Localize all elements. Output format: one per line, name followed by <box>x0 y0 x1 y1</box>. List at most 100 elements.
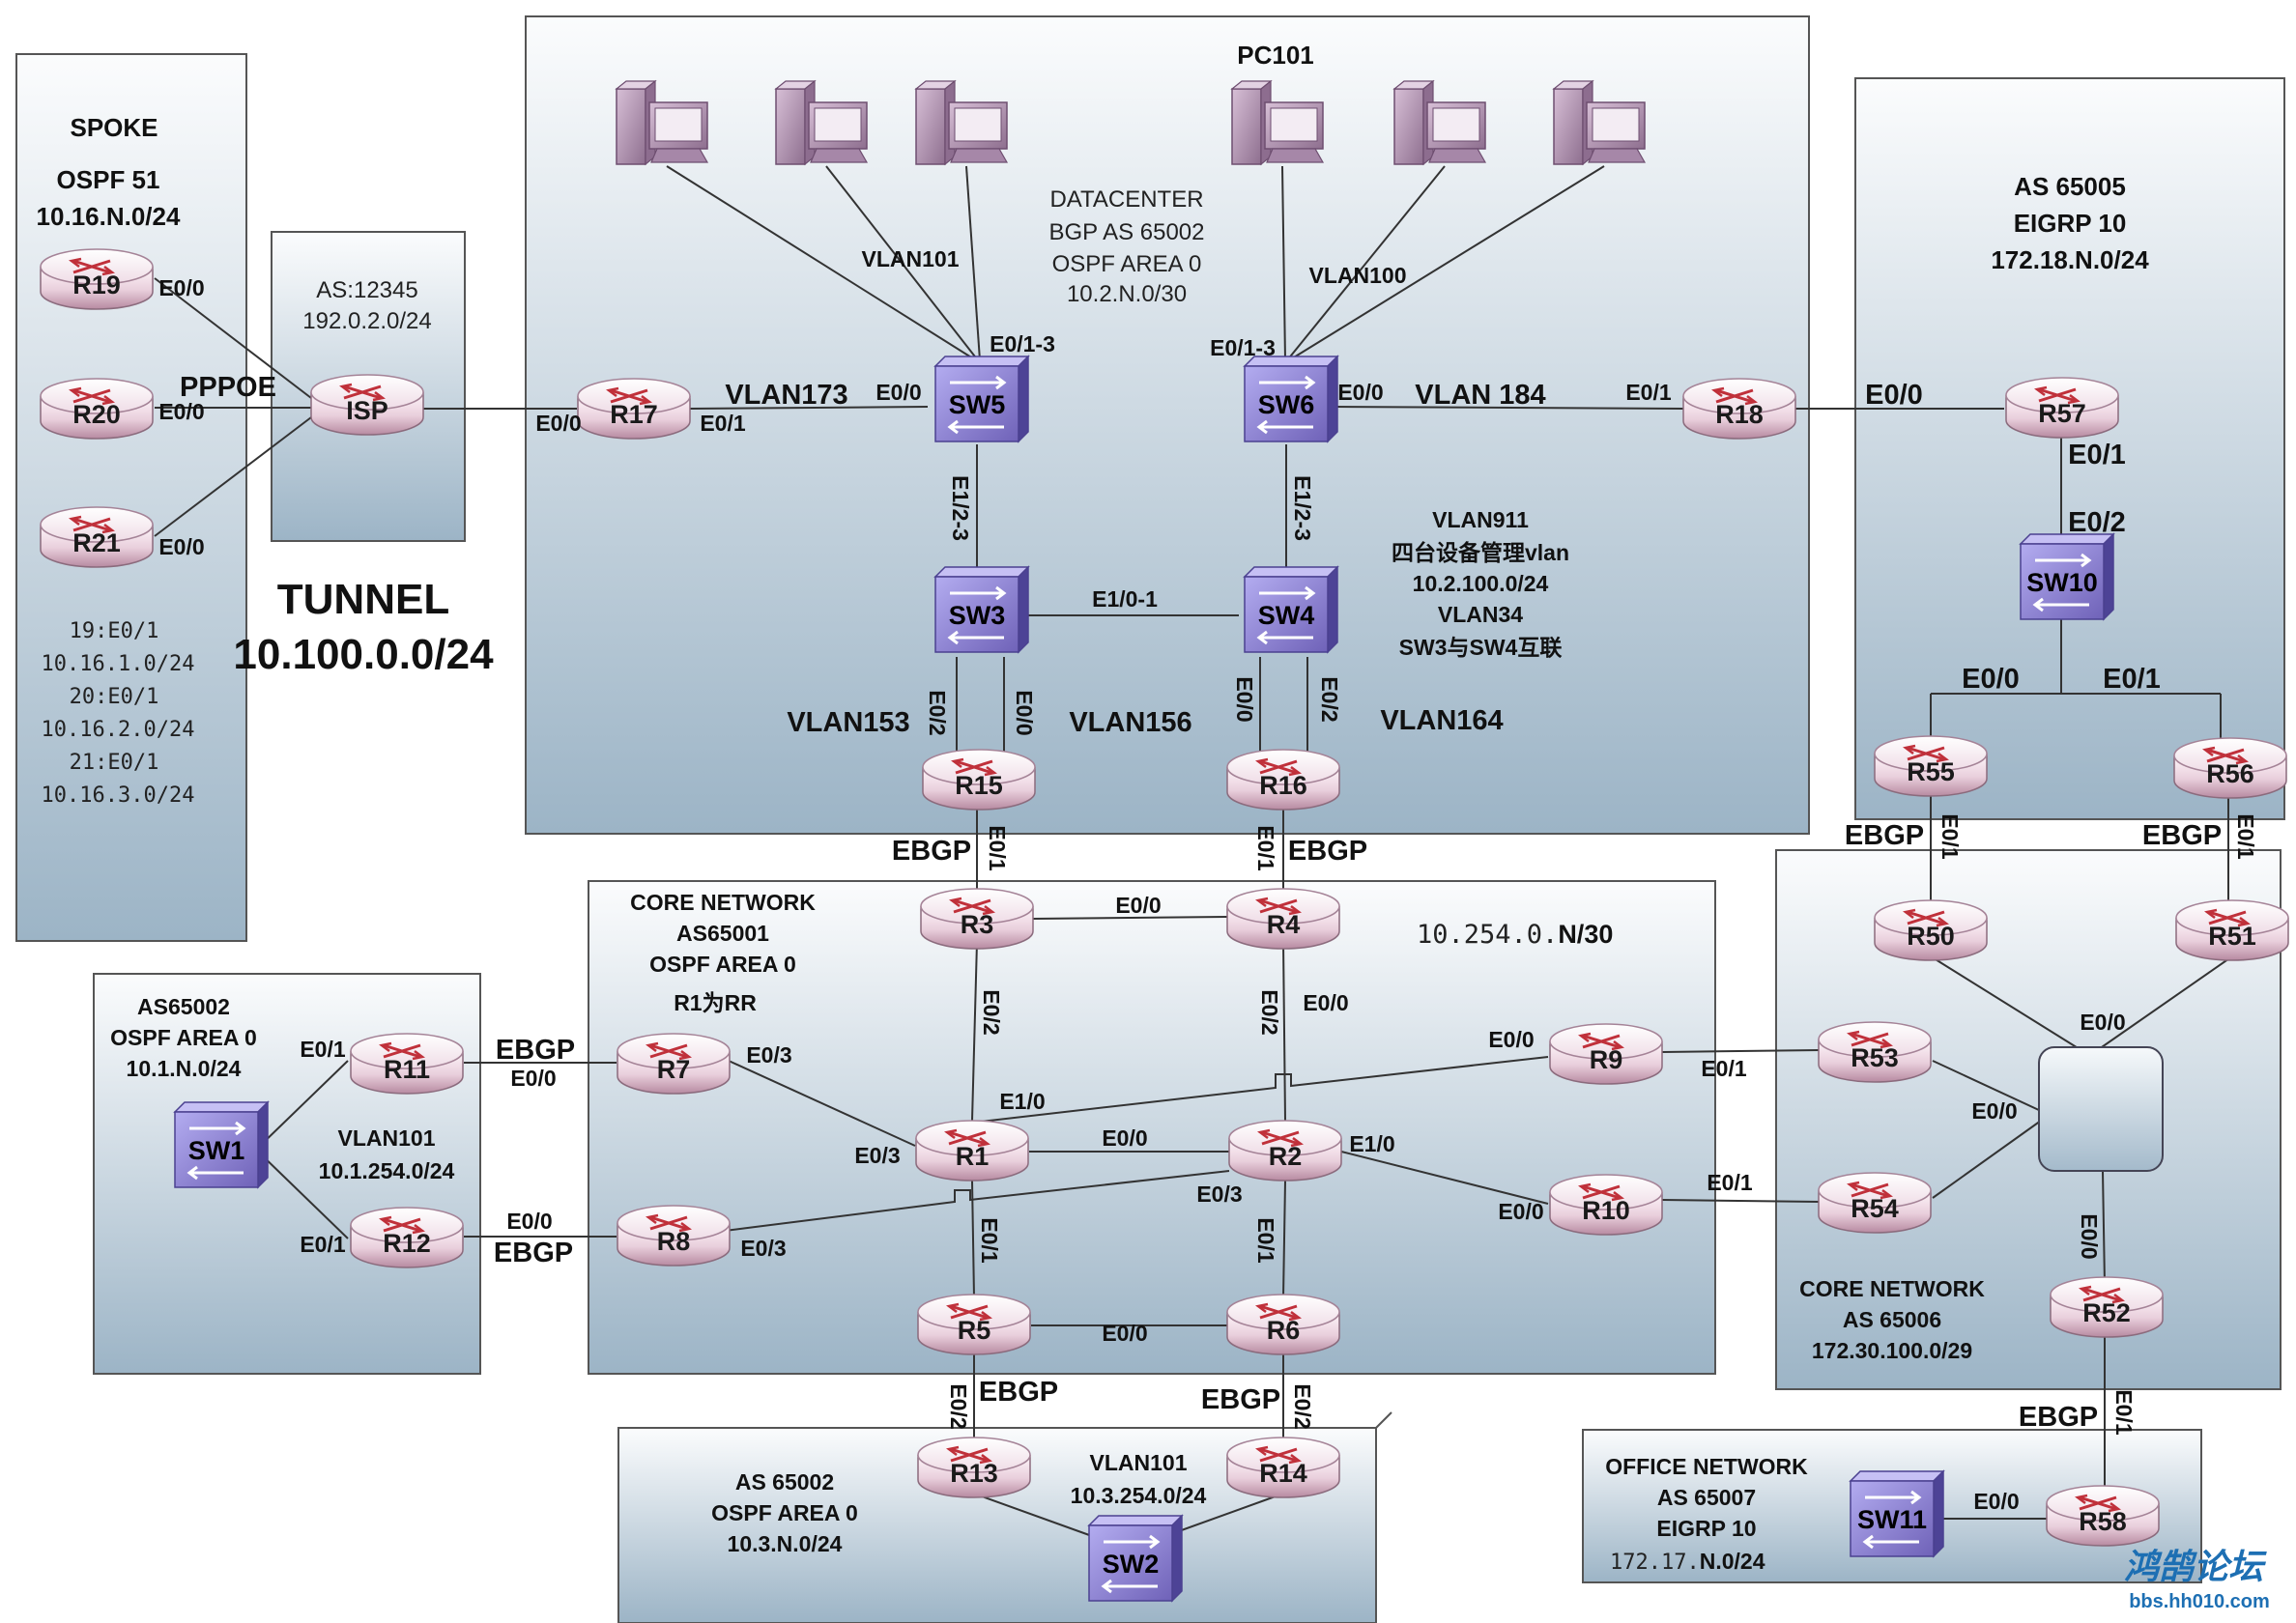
router-arrows-icon <box>72 388 111 404</box>
router-label: R57 <box>2038 399 2086 428</box>
if-r7-e00: E0/0 <box>510 1066 556 1091</box>
spoke-line-2: OSPF 51 <box>57 165 160 194</box>
router-r3: R3 <box>920 888 1034 950</box>
core-subnet-prefix: 10.254.0. <box>1417 920 1558 950</box>
router-r53: R53 <box>1818 1021 1932 1083</box>
if-sw11-e00: E0/0 <box>1973 1489 2019 1514</box>
router-arrows-icon <box>1907 910 1945 925</box>
if-r20-e00: E0/0 <box>158 399 204 424</box>
core-line-4: R1为RR <box>674 990 757 1015</box>
bottom-vlan-label: VLAN101 <box>1090 1450 1188 1475</box>
router-label: ISP <box>346 396 388 425</box>
core65006-line-1: CORE NETWORK <box>1799 1276 1985 1301</box>
core-network-zone <box>588 880 1716 1375</box>
left-as-line-1: AS65002 <box>137 994 230 1019</box>
vlan153-label: VLAN153 <box>787 707 909 738</box>
if-r1-e01: E0/1 <box>977 1217 1002 1264</box>
router-r14: R14 <box>1226 1437 1340 1498</box>
office-line-2: AS 65007 <box>1657 1485 1756 1510</box>
if-r57-e01: E0/1 <box>2068 440 2126 470</box>
core65006-line-2: AS 65006 <box>1843 1307 1941 1332</box>
router-label: R1 <box>956 1142 990 1171</box>
router-arrows-icon <box>955 759 993 775</box>
router-arrows-icon <box>1259 759 1298 775</box>
router-label: R51 <box>2208 922 2256 951</box>
if-r18-e01: E0/1 <box>1625 380 1672 405</box>
router-r8: R8 <box>617 1205 731 1267</box>
core-line-3: OSPF AREA 0 <box>649 952 796 977</box>
router-label: R21 <box>72 528 121 557</box>
switch-sw5: SW5 <box>933 355 1030 443</box>
watermark-url: bbs.hh010.com <box>2129 1591 2270 1612</box>
if-r16-e01: E0/1 <box>1253 825 1278 871</box>
router-label: R58 <box>2079 1507 2127 1536</box>
if-r52-e01: E0/1 <box>2111 1389 2137 1436</box>
bottom-as-line-2: OSPF AREA 0 <box>711 1500 858 1525</box>
if-r11-e01: E0/1 <box>300 1037 346 1062</box>
router-label: R14 <box>1259 1459 1307 1488</box>
switch-arrows-icon <box>1256 585 1316 645</box>
router-label: R5 <box>958 1316 991 1345</box>
interface-labels: E0/0 E0/0 E0/0 E0/0 E0/1 E0/0 E0/1-3 E0/… <box>158 275 2222 1514</box>
router-arrows-icon <box>383 1217 421 1233</box>
vlan100-label: VLAN100 <box>1309 263 1407 288</box>
switch-sw1: SW1 <box>173 1100 270 1189</box>
router-arrows-icon <box>649 1043 688 1059</box>
pc-icon <box>1230 79 1325 166</box>
office-subnet: 172.17.N.0/24 <box>1610 1549 1765 1575</box>
mgmt-line-4: VLAN34 <box>1438 602 1523 627</box>
router-label: R19 <box>72 270 121 299</box>
as65005-zone <box>1854 77 2285 820</box>
if-r5-e02: E0/2 <box>946 1383 971 1429</box>
office-line-1: OFFICE NETWORK <box>1605 1454 1808 1479</box>
if-r6-e02: E0/2 <box>1290 1383 1315 1429</box>
if-r8-e03: E0/3 <box>740 1236 786 1261</box>
router-arrows-icon <box>649 1215 688 1231</box>
core-line-2: AS65001 <box>676 921 769 946</box>
switch-arrows-icon <box>947 375 1007 435</box>
tunnel-title: TUNNEL <box>277 576 449 623</box>
ebgp-r16: EBGP <box>1288 836 1367 867</box>
ebgp-r58: EBGP <box>2019 1402 2098 1433</box>
if-sw5-e00: E0/0 <box>875 380 921 405</box>
vlan184-label: VLAN 184 <box>1415 380 1545 411</box>
if-r55-e01: E0/1 <box>1937 813 1963 860</box>
core65006-line-3: 172.30.100.0/29 <box>1812 1338 1972 1363</box>
router-r51: R51 <box>2175 899 2289 961</box>
spoke-note-3: 20:E0/1 <box>70 685 159 709</box>
router-arrows-icon <box>2038 387 2077 403</box>
router-arrows-icon <box>1582 1034 1621 1049</box>
pc-icon <box>774 79 869 166</box>
vlan164-label: VLAN164 <box>1380 705 1503 736</box>
router-arrows-icon <box>950 1304 989 1320</box>
router-arrows-icon <box>1259 898 1298 914</box>
router-arrows-icon <box>1851 1182 1889 1198</box>
if-r5-r6: E0/0 <box>1102 1321 1147 1346</box>
if-r2-e01: E0/1 <box>1253 1217 1278 1264</box>
if-r7-e03: E0/3 <box>746 1042 791 1068</box>
if-r3-e02: E0/2 <box>979 989 1004 1035</box>
if-sw3-sw4: E1/0-1 <box>1092 586 1158 612</box>
spoke-zone <box>15 53 247 942</box>
router-r18: R18 <box>1682 378 1796 440</box>
router-r17: R17 <box>577 378 691 440</box>
ebgp-r15: EBGP <box>892 836 971 867</box>
if-r3-r4: E0/0 <box>1115 893 1161 918</box>
as65005-line-1: AS 65005 <box>2014 172 2126 201</box>
router-r6: R6 <box>1226 1294 1340 1355</box>
router-arrows-icon <box>1851 1032 1889 1047</box>
router-label: R53 <box>1851 1043 1899 1072</box>
switch-arrows-icon <box>2032 553 2092 612</box>
router-label: R10 <box>1582 1196 1630 1225</box>
pc-icon <box>1392 79 1487 166</box>
router-arrows-icon <box>1582 1184 1621 1200</box>
bottom-vlan-subnet: 10.3.254.0/24 <box>1071 1483 1207 1508</box>
core-subnet-suffix: N/30 <box>1558 920 1613 949</box>
office-subnet-suffix: N.0/24 <box>1700 1549 1765 1574</box>
router-label: R50 <box>1907 922 1955 951</box>
datacenter-line-1: DATACENTER <box>1049 186 1203 213</box>
spoke-line-3: 10.16.N.0/24 <box>37 202 181 231</box>
router-arrows-icon <box>2208 910 2247 925</box>
router-r7: R7 <box>617 1033 731 1095</box>
